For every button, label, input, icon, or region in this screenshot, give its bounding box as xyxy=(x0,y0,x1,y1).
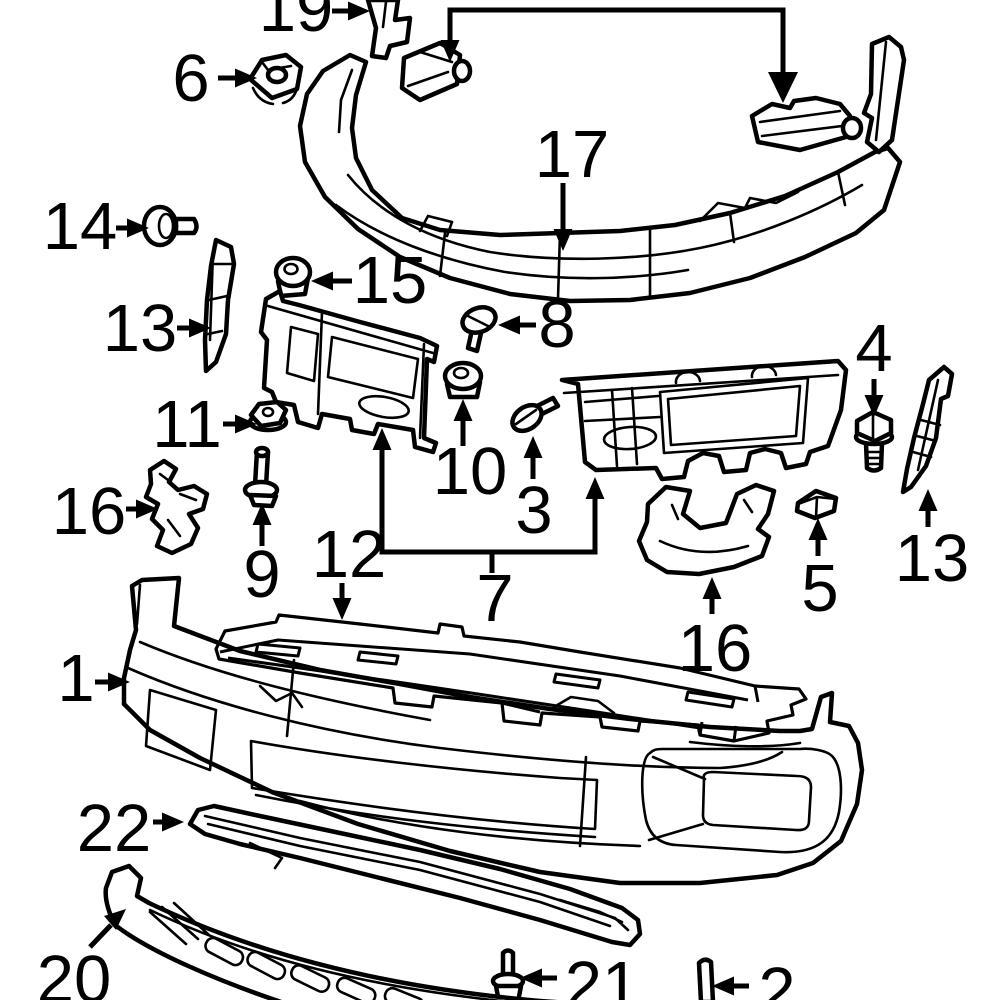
callout-6[interactable]: 6 xyxy=(172,41,209,116)
stud-21-part xyxy=(490,948,526,1000)
screw-8-part xyxy=(460,305,498,354)
closure-bracket-right-part xyxy=(636,482,777,577)
nut-11-part xyxy=(247,399,289,433)
filler-strip-left-part xyxy=(202,237,237,374)
callout-12[interactable]: 12 xyxy=(312,517,387,592)
callout-13-right[interactable]: 13 xyxy=(895,521,970,596)
callout-3[interactable]: 3 xyxy=(515,473,552,548)
screw-3-part xyxy=(510,395,561,434)
callout-19[interactable]: 19 xyxy=(259,0,334,46)
callout-15[interactable]: 15 xyxy=(353,243,428,318)
filler-strip-right-part xyxy=(900,364,955,495)
closure-bracket-left-part xyxy=(143,458,210,556)
callout-13-left[interactable]: 13 xyxy=(103,291,178,366)
grille-bracket-right-part xyxy=(559,358,849,482)
sensor-right-part xyxy=(749,95,864,153)
callout-7[interactable]: 7 xyxy=(476,561,513,636)
callout-17[interactable]: 17 xyxy=(535,117,610,192)
callout-22[interactable]: 22 xyxy=(77,791,152,866)
impact-absorber-highlighted-part[interactable] xyxy=(214,613,808,743)
callout-2[interactable]: 2 xyxy=(758,954,795,1000)
bumper-face-bar-part xyxy=(121,575,865,886)
callout-1[interactable]: 1 xyxy=(57,641,94,716)
callout-21[interactable]: 21 xyxy=(565,948,640,1000)
pin-2-part xyxy=(696,957,716,1000)
callout-20[interactable]: 20 xyxy=(37,942,112,1000)
callout-8[interactable]: 8 xyxy=(538,287,575,362)
bolt-4-part xyxy=(853,409,895,473)
upper-fascia-part xyxy=(297,52,903,304)
bolt-9-part xyxy=(242,445,280,509)
callout-14[interactable]: 14 xyxy=(43,189,118,264)
end-bracket-part xyxy=(861,34,907,155)
upper-bracket-part xyxy=(365,0,413,61)
nut-10-part xyxy=(442,360,484,400)
callout-11[interactable]: 11 xyxy=(152,387,222,462)
clip-5-part xyxy=(794,488,839,521)
callout-labels: 19 6 17 14 15 13 8 4 11 10 3 13 16 9 12 … xyxy=(37,0,970,1000)
sensor-left-part xyxy=(399,40,473,103)
leader-arrows xyxy=(88,1,938,996)
callout-5[interactable]: 5 xyxy=(801,551,838,626)
callout-10[interactable]: 10 xyxy=(433,434,508,509)
callout-4[interactable]: 4 xyxy=(855,311,892,386)
sight-shield-part xyxy=(187,803,643,948)
grille-bracket-left-part xyxy=(258,288,440,455)
nut-15-part xyxy=(273,255,313,299)
nut-6-part xyxy=(247,52,304,106)
callout-9[interactable]: 9 xyxy=(243,537,280,612)
callout-16-right[interactable]: 16 xyxy=(678,611,753,686)
push-pin-14-part xyxy=(141,204,199,248)
callout-16-left[interactable]: 16 xyxy=(52,474,127,549)
